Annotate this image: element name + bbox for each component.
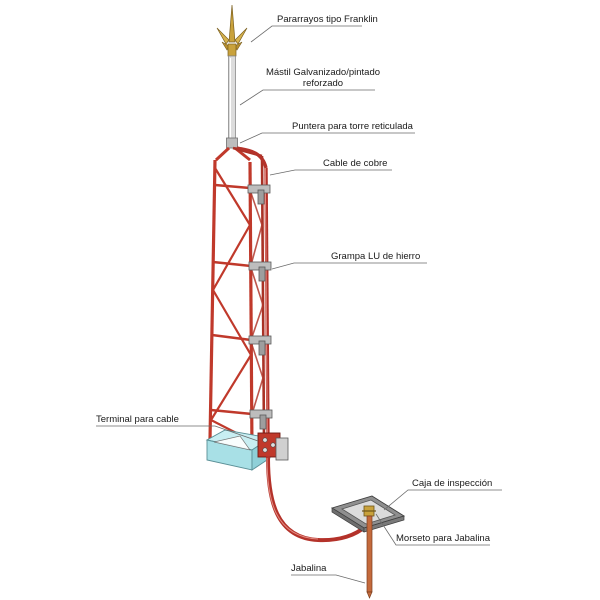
tower-horizontal [214,183,251,190]
tower-diagonal [210,354,252,421]
tower-diagonals [210,167,252,441]
leader-mast [239,89,375,106]
tower-back-diagonal [250,304,264,341]
tower-leg-front [248,161,254,453]
ground-rod [366,515,373,599]
ground-rod-point [366,591,373,599]
clamp-bolt [259,414,267,430]
labels: Pararrayos tipo Franklin Mástil Galvaniz… [96,14,492,574]
tip-leg-left [214,146,231,162]
rod-spike-left [216,27,230,45]
base-plate-triangle [213,435,251,451]
tower-back-diagonal [250,341,264,379]
label-tip: Puntera para torre reticulada [292,121,414,132]
tower-horizontal [211,333,252,342]
label-mast-line2: reforzado [303,78,343,89]
leader-franklin [250,25,362,43]
label-box: Caja de inspección [412,478,492,489]
terminal-bolt [262,447,268,453]
clamp-4 [249,409,273,430]
label-terminal: Terminal para cable [96,414,179,425]
leader-jabalina [291,574,366,584]
terminal-plate [275,437,289,461]
ground-rod-body [366,515,373,593]
terminal-bolt [262,437,268,443]
label-franklin: Pararrayos tipo Franklin [277,14,378,25]
tower-diagonal [212,224,251,291]
label-cable: Cable de cobre [323,158,387,169]
tower-back-diagonal [251,377,264,415]
tower-horizontal [212,260,252,268]
terminal-bolt [270,442,276,448]
box-side-right [363,515,405,533]
tower-diagonal [212,289,252,356]
cable-top-bend [236,146,268,169]
cable-terminal [257,432,289,461]
leader-terminal [96,425,259,442]
franklin-rod-tip [216,4,248,57]
ground-cable-highlight [266,457,319,540]
lattice-tower [208,155,266,453]
inspection-box [330,495,406,533]
clamp-bolt [258,266,266,282]
cable-vertical [264,167,270,441]
label-jabalina: Jabalina [291,563,327,574]
clamp-bolt [257,189,265,205]
tower-back-diagonals [249,189,264,415]
leader-lines [96,25,502,584]
tower-diagonal [214,167,251,226]
leader-tip [239,132,415,144]
cable-vertical-highlight [264,167,268,441]
rod-spike-center [228,4,236,43]
tower-back-diagonal [250,224,263,266]
rod-spike-right [234,27,248,45]
label-mast-line1: Mástil Galvanizado/pintado [266,67,380,78]
clamp-3 [248,335,272,356]
copper-cable [236,146,270,441]
clamp-1 [247,184,271,205]
ground-cable [266,456,368,543]
clamp-bolt [258,340,266,356]
leader-clamp [271,262,427,270]
leader-cable [269,169,392,176]
ground-cable-path [266,456,368,543]
tower-back-diagonal [250,267,264,306]
leader-box [383,489,502,511]
tower-back-diagonal [249,189,263,226]
tower-leg-left [208,159,217,441]
clamps [247,184,273,430]
clamp-2 [248,261,272,282]
leader-morseto [375,513,490,546]
galvanized-mast [228,55,236,141]
label-clamp: Grampa LU de hierro [331,251,420,262]
label-morseto: Morseto para Jabalina [396,533,491,544]
tip-sleeve [226,137,238,149]
mast-pole [228,55,236,141]
rod-collar [227,43,237,57]
